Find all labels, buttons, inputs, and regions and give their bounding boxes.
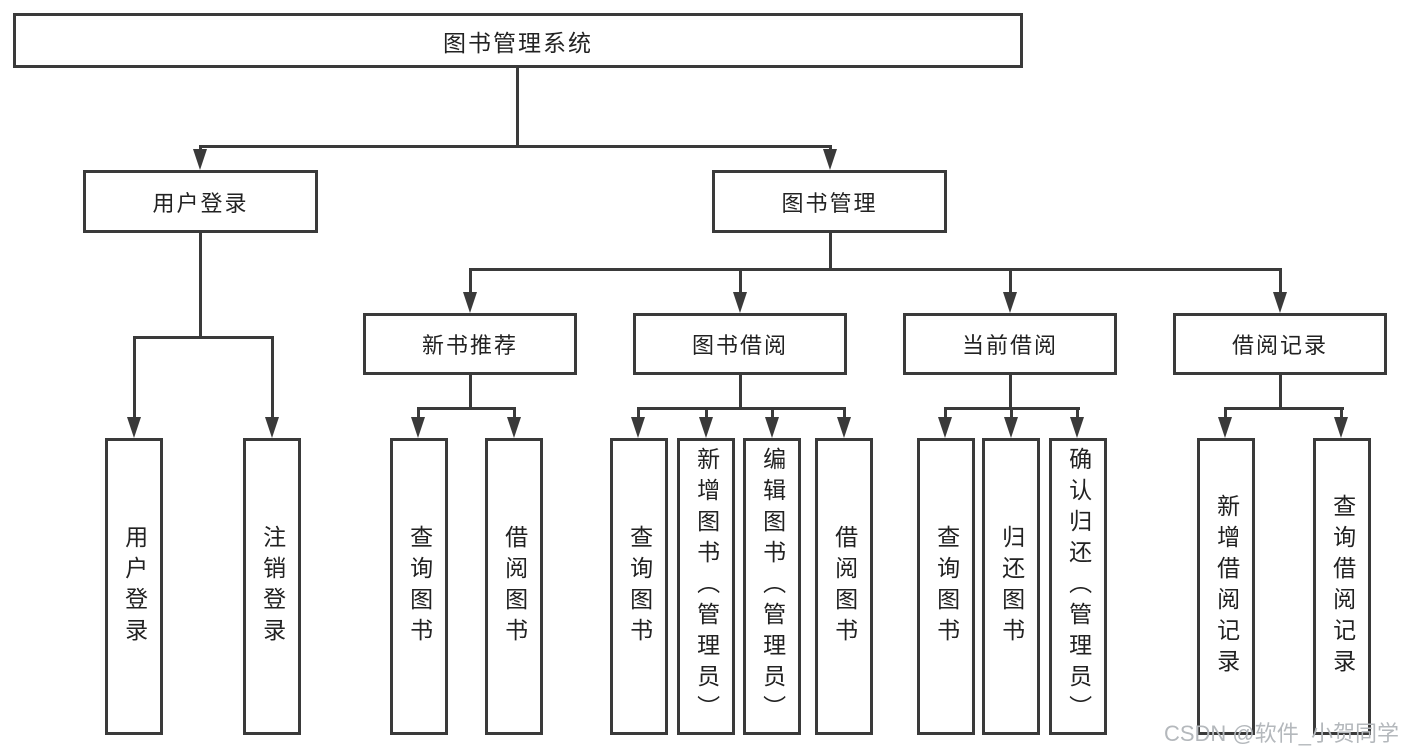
connector-vline — [637, 407, 640, 419]
node-book-management-label: 图书管理 — [781, 190, 878, 216]
connector-vline — [1279, 375, 1282, 407]
connector-arrow-down — [1334, 417, 1348, 438]
connector-hline — [1224, 407, 1344, 410]
connector-vline — [1010, 407, 1013, 419]
connector-arrow-down — [823, 149, 837, 170]
connector-vline — [739, 268, 742, 296]
connector-vline — [469, 268, 472, 296]
connector-vline — [469, 375, 472, 407]
connector-vline — [271, 336, 274, 420]
connector-vline — [1076, 407, 1079, 419]
connector-vline — [513, 407, 516, 419]
leaf-current-query-books-label: 查询图书 — [933, 524, 960, 649]
connector-arrow-down — [733, 292, 747, 313]
connector-hline — [469, 268, 1282, 271]
node-new-book-recommend: 新书推荐 — [363, 313, 577, 375]
leaf-edit-books-admin-label: 编辑图书（管理员） — [759, 447, 786, 726]
connector-arrow-down — [1273, 292, 1287, 313]
connector-vline — [771, 407, 774, 419]
node-borrow-records: 借阅记录 — [1173, 313, 1387, 375]
connector-vline — [516, 68, 519, 145]
connector-arrow-down — [265, 417, 279, 438]
connector-arrow-down — [765, 417, 779, 438]
leaf-confirm-return-admin: 确认归还（管理员） — [1049, 438, 1107, 735]
connector-arrow-down — [1003, 292, 1017, 313]
leaf-logout: 注销登录 — [243, 438, 301, 735]
leaf-add-borrow-record-label: 新增借阅记录 — [1213, 493, 1240, 680]
node-root: 图书管理系统 — [13, 13, 1023, 68]
leaf-recommend-query-books: 查询图书 — [390, 438, 448, 735]
leaf-borrowing-query-books: 查询图书 — [610, 438, 668, 735]
connector-vline — [1279, 268, 1282, 296]
connector-hline — [199, 145, 832, 148]
leaf-borrowing-query-books-label: 查询图书 — [626, 524, 653, 649]
leaf-confirm-return-admin-label: 确认归还（管理员） — [1065, 447, 1092, 726]
connector-hline — [417, 407, 516, 410]
leaf-query-borrow-record: 查询借阅记录 — [1313, 438, 1371, 735]
connector-hline — [133, 336, 274, 339]
leaf-user-login: 用户登录 — [105, 438, 163, 735]
connector-arrow-down — [411, 417, 425, 438]
connector-vline — [829, 233, 832, 268]
connector-arrow-down — [631, 417, 645, 438]
leaf-add-books-admin: 新增图书（管理员） — [677, 438, 735, 735]
node-user-login: 用户登录 — [83, 170, 318, 233]
connector-vline — [1009, 375, 1012, 407]
connector-vline — [417, 407, 420, 419]
connector-arrow-down — [1070, 417, 1084, 438]
leaf-borrow-books-label: 借阅图书 — [831, 524, 858, 649]
leaf-add-books-admin-label: 新增图书（管理员） — [693, 447, 720, 726]
watermark-text: CSDN @软件_小贺同学 — [1163, 721, 1399, 746]
connector-vline — [199, 233, 202, 336]
node-user-login-label: 用户登录 — [152, 190, 249, 216]
leaf-return-books-label: 归还图书 — [998, 524, 1025, 649]
leaf-query-borrow-record-label: 查询借阅记录 — [1329, 493, 1356, 680]
leaf-recommend-borrow-books-label: 借阅图书 — [501, 524, 528, 649]
leaf-recommend-query-books-label: 查询图书 — [406, 524, 433, 649]
node-book-borrowing-label: 图书借阅 — [691, 333, 788, 358]
leaf-recommend-borrow-books: 借阅图书 — [485, 438, 543, 735]
node-current-borrowing-label: 当前借阅 — [961, 333, 1058, 358]
leaf-borrow-books: 借阅图书 — [815, 438, 873, 735]
connector-vline — [1224, 407, 1227, 419]
connector-vline — [1340, 407, 1343, 419]
leaf-logout-label: 注销登录 — [259, 524, 286, 649]
connector-arrow-down — [699, 417, 713, 438]
connector-arrow-down — [127, 417, 141, 438]
connector-vline — [739, 375, 742, 407]
node-book-borrowing: 图书借阅 — [633, 313, 847, 375]
connector-arrow-down — [1004, 417, 1018, 438]
node-borrow-records-label: 借阅记录 — [1231, 333, 1328, 358]
connector-hline — [637, 407, 846, 410]
leaf-edit-books-admin: 编辑图书（管理员） — [743, 438, 801, 735]
connector-arrow-down — [463, 292, 477, 313]
connector-arrow-down — [837, 417, 851, 438]
leaf-return-books: 归还图书 — [982, 438, 1040, 735]
connector-vline — [843, 407, 846, 419]
connector-arrow-down — [938, 417, 952, 438]
node-root-label: 图书管理系统 — [443, 29, 593, 56]
connector-arrow-down — [507, 417, 521, 438]
connector-vline — [1009, 268, 1012, 296]
connector-vline — [944, 407, 947, 419]
leaf-add-borrow-record: 新增借阅记录 — [1197, 438, 1255, 735]
connector-arrow-down — [1218, 417, 1232, 438]
node-new-book-recommend-label: 新书推荐 — [421, 333, 518, 358]
node-current-borrowing: 当前借阅 — [903, 313, 1117, 375]
leaf-user-login-label: 用户登录 — [121, 524, 148, 649]
node-book-management: 图书管理 — [712, 170, 947, 233]
connector-vline — [133, 336, 136, 420]
connector-arrow-down — [193, 149, 207, 170]
leaf-current-query-books: 查询图书 — [917, 438, 975, 735]
connector-vline — [705, 407, 708, 419]
